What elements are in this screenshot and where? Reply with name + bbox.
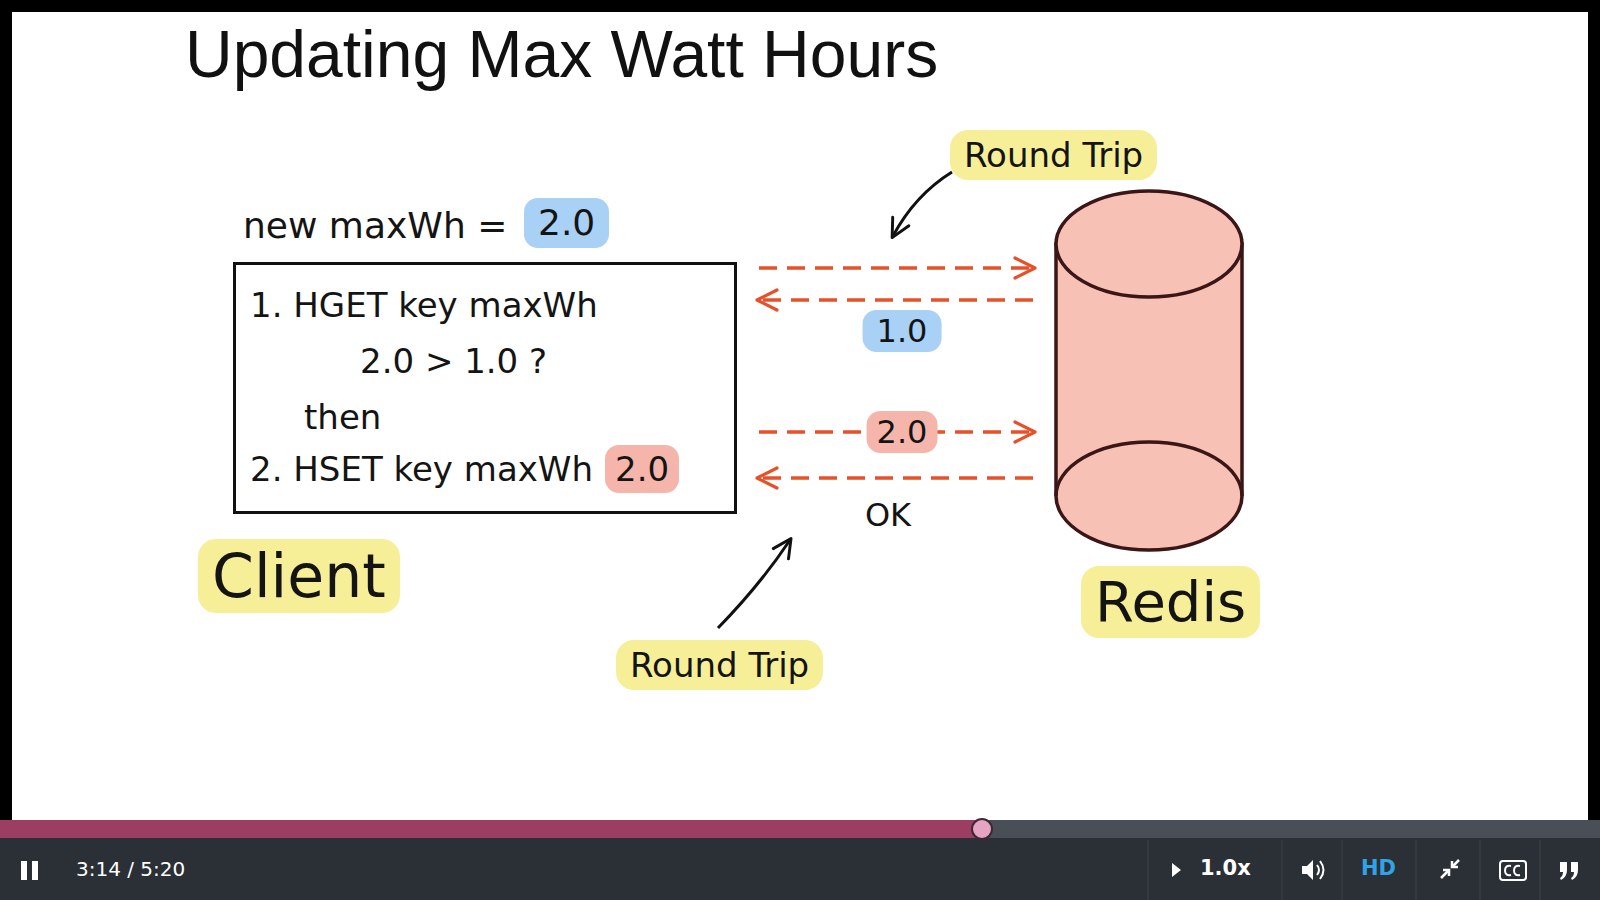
fullscreen-exit-icon bbox=[1441, 860, 1459, 878]
node-heading: Client bbox=[198, 539, 400, 613]
dashed-arrow bbox=[759, 266, 1033, 270]
speed-display: 1.0x bbox=[1200, 856, 1251, 880]
cylinder-outline bbox=[1053, 188, 1245, 554]
captions-icon bbox=[1500, 861, 1526, 880]
step-text: then bbox=[250, 389, 718, 445]
cylinder-bottom-rim bbox=[1056, 442, 1242, 496]
frame-right bbox=[1588, 0, 1600, 820]
leader-arrow bbox=[718, 540, 790, 628]
response-text: OK bbox=[859, 494, 917, 536]
title: Updating Max Watt Hours bbox=[185, 16, 938, 92]
process-box: 1. HGET key maxWh2.0 > 1.0 ?then2. HSET … bbox=[233, 262, 737, 514]
pause-icon bbox=[32, 861, 38, 880]
database-cylinder: Redis bbox=[1053, 188, 1245, 554]
control-bar bbox=[0, 838, 1600, 900]
progress-played bbox=[0, 820, 982, 838]
round-trip-label: Round Trip bbox=[616, 640, 823, 690]
condition-text: 2.0 > 1.0 ? bbox=[250, 333, 718, 389]
dashed-arrow bbox=[759, 476, 1033, 480]
hd-badge: HD bbox=[1361, 856, 1396, 880]
frame-top bbox=[0, 0, 1600, 12]
command-text: 1. HGET key maxWh bbox=[250, 277, 718, 333]
node-heading: Redis bbox=[1081, 566, 1260, 638]
command-text: 2. HSET key maxWh bbox=[250, 445, 593, 493]
transcript-icon bbox=[1560, 862, 1578, 880]
value-highlight: 2.0 bbox=[524, 198, 609, 248]
frame-left bbox=[0, 0, 12, 820]
volume-icon bbox=[1302, 860, 1324, 880]
assignment-text: new maxWh = bbox=[243, 200, 507, 252]
separators bbox=[1148, 840, 1540, 900]
leader-arrow bbox=[893, 172, 952, 236]
sent-value: 2.0 bbox=[867, 411, 938, 453]
dashed-arrow bbox=[759, 298, 1033, 302]
progress-knob bbox=[972, 819, 992, 839]
round-trip-label: Round Trip bbox=[950, 130, 1157, 180]
return-value: 1.0 bbox=[863, 310, 942, 352]
play-rate-icon bbox=[1172, 863, 1181, 877]
pause-icon bbox=[21, 861, 27, 880]
value-highlight: 2.0 bbox=[605, 445, 679, 493]
progress-track bbox=[0, 820, 1600, 838]
time-display: 3:14 / 5:20 bbox=[76, 857, 185, 881]
cylinder-top bbox=[1056, 191, 1242, 297]
